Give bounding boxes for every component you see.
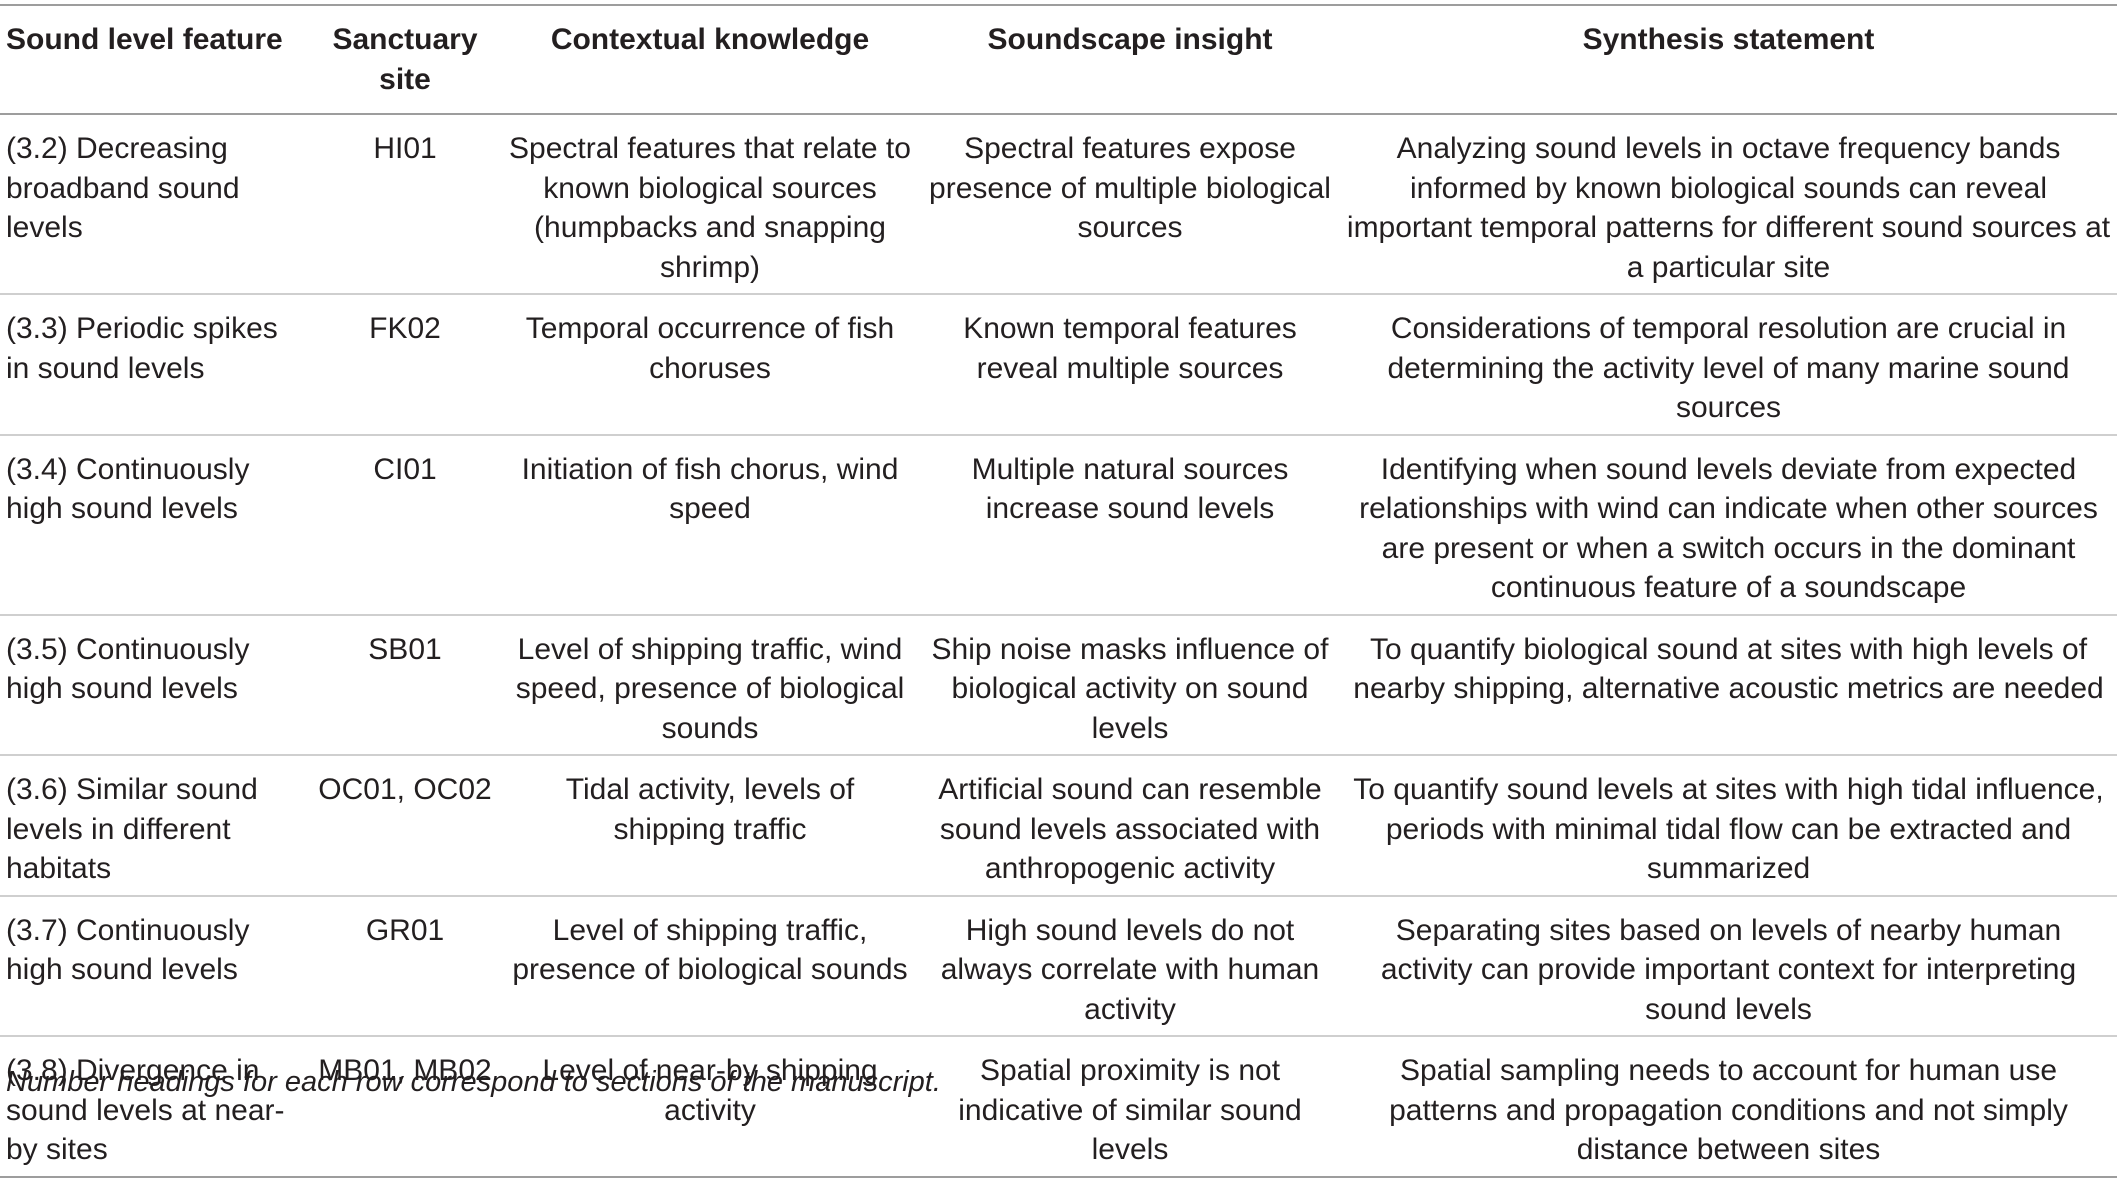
cell-site: MB01, MB02 xyxy=(318,1054,492,1087)
cell-context: Level of shipping traffic, presence of b… xyxy=(512,913,908,987)
cell-feature: (3.3) Periodic spikes in sound levels xyxy=(6,312,278,385)
table-header: Sound level feature Sanctuary site Conte… xyxy=(0,5,2117,114)
header-synthesis-statement: Synthesis statement xyxy=(1582,23,1875,56)
cell-feature: (3.4) Continuously high sound levels xyxy=(6,452,250,526)
cell-context: Spectral features that relate to known b… xyxy=(509,132,911,284)
table-row: (3.6) Similar sound levels in different … xyxy=(0,755,2117,896)
table-body: (3.2) Decreasing broadband sound levels … xyxy=(0,114,2117,1177)
cell-site: CI01 xyxy=(373,452,437,486)
cell-site: HI01 xyxy=(373,132,437,165)
cell-insight: Multiple natural sources increase sound … xyxy=(971,452,1289,526)
table-footnote: Number headings for each row correspond … xyxy=(6,1066,941,1098)
cell-synthesis: To quantify sound levels at sites with h… xyxy=(1353,773,2104,885)
table-row: (3.4) Continuously high sound levels CI0… xyxy=(0,435,2117,615)
cell-insight: Spatial proximity is not indicative of s… xyxy=(958,1054,1302,1166)
cell-synthesis: Analyzing sound levels in octave frequen… xyxy=(1346,132,2111,284)
cell-context: Level of shipping traffic, wind speed, p… xyxy=(515,632,905,745)
table-row: (3.5) Continuously high sound levels SB0… xyxy=(0,615,2117,755)
cell-insight: Ship noise masks influence of biological… xyxy=(931,632,1329,745)
cell-insight: Artificial sound can resemble sound leve… xyxy=(938,773,1322,885)
cell-feature: (3.6) Similar sound levels in different … xyxy=(6,773,258,885)
cell-site: GR01 xyxy=(365,913,445,947)
cell-synthesis: Spatial sampling needs to account for hu… xyxy=(1389,1054,2068,1166)
cell-insight: Known temporal features reveal multiple … xyxy=(963,312,1297,385)
findings-table: Sound level feature Sanctuary site Conte… xyxy=(0,4,2117,1178)
cell-insight: Spectral features expose presence of mul… xyxy=(929,132,1331,244)
cell-site: SB01 xyxy=(368,632,442,666)
cell-site: FK02 xyxy=(369,312,441,345)
cell-context: Tidal activity, levels of shipping traff… xyxy=(565,773,855,846)
cell-synthesis: To quantify biological sound at sites wi… xyxy=(1353,632,2104,706)
table-row: (3.2) Decreasing broadband sound levels … xyxy=(0,114,2117,294)
cell-feature: (3.7) Continuously high sound levels xyxy=(6,913,250,987)
findings-table-container: Sound level feature Sanctuary site Conte… xyxy=(0,4,2117,1178)
header-soundscape-insight: Soundscape insight xyxy=(987,23,1273,56)
cell-context: Initiation of fish chorus, wind speed xyxy=(521,452,899,526)
header-sound-level-feature: Sound level feature xyxy=(6,23,283,56)
cell-synthesis: Considerations of temporal resolution ar… xyxy=(1387,312,2070,424)
cell-insight: High sound levels do not always correlat… xyxy=(940,913,1320,1026)
header-sanctuary-site: Sanctuary site xyxy=(332,23,478,96)
cell-feature: (3.2) Decreasing broadband sound levels xyxy=(6,132,240,244)
cell-context: Temporal occurrence of fish choruses xyxy=(525,312,895,385)
cell-feature: (3.8) Divergence in sound levels at near… xyxy=(6,1054,285,1166)
table-row: (3.7) Continuously high sound levels GR0… xyxy=(0,896,2117,1036)
cell-synthesis: Identifying when sound levels deviate fr… xyxy=(1359,452,2098,605)
cell-synthesis: Separating sites based on levels of near… xyxy=(1380,913,2077,1026)
cell-feature: (3.5) Continuously high sound levels xyxy=(6,632,250,706)
table-row: (3.3) Periodic spikes in sound levels FK… xyxy=(0,294,2117,435)
header-contextual-knowledge: Contextual knowledge xyxy=(550,23,870,56)
cell-site: OC01, OC02 xyxy=(318,773,492,806)
table-row: (3.8) Divergence in sound levels at near… xyxy=(0,1036,2117,1177)
cell-context: Level of near-by shipping activity xyxy=(542,1054,878,1127)
header-row: Sound level feature Sanctuary site Conte… xyxy=(0,5,2117,114)
